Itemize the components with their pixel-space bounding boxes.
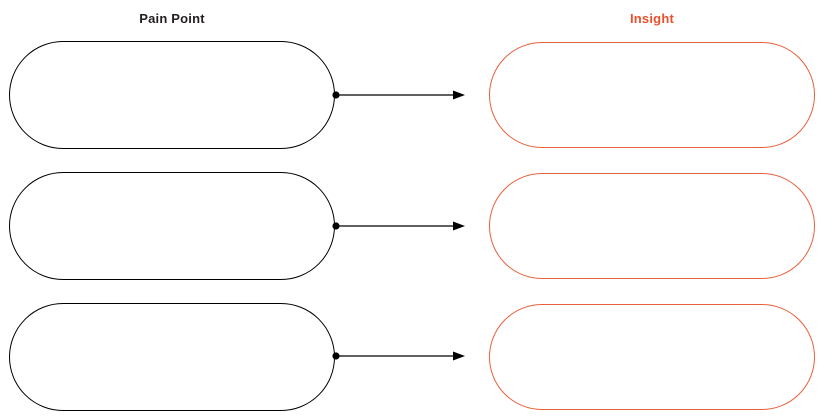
pain-point-shape-1[interactable] (9, 41, 335, 149)
arrowhead-icon (453, 90, 465, 100)
connector-arrow-1 (332, 90, 465, 100)
insight-shape-2[interactable] (489, 173, 815, 279)
pain-point-shape-2[interactable] (9, 172, 335, 280)
insight-column-header: Insight (629, 11, 674, 26)
arrowhead-icon (453, 221, 465, 231)
insight-shape-1[interactable] (489, 42, 815, 148)
insight-shape-3[interactable] (489, 304, 815, 410)
pain-point-shape-3[interactable] (9, 303, 335, 411)
connector-arrow-2 (332, 221, 465, 231)
pain-point-column-header: Pain Point (139, 11, 205, 26)
connector-arrow-3 (332, 351, 465, 361)
arrowhead-icon (453, 351, 465, 361)
